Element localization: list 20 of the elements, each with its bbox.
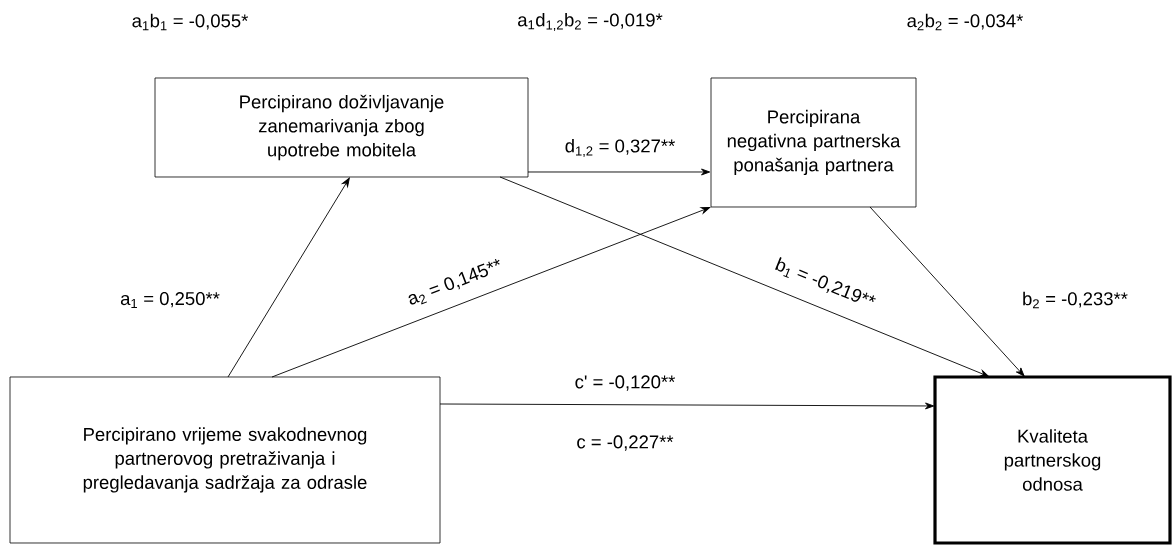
process-box: Percipirano doživljavanje zanemarivanja zbog upotrebe mobitela [154, 77, 529, 178]
effect-label: c = -0,227** [577, 435, 674, 451]
arrow [527, 168, 711, 176]
effect-label: a$_{1}$d$_{1,2}$b$_{2}$ = -0,019* [518, 12, 663, 32]
edge-label: b$_{1}$ = -0,219** [775, 257, 876, 303]
edge-label: a$_{1}$ = 0,250** [120, 292, 220, 308]
edge-label: c' = -0,120** [575, 375, 676, 391]
effect-label: a$_{2}$b$_{2}$ = -0,034* [907, 13, 1024, 31]
process-box: Percipirano vrijeme svakodnevnog partnerovog pretraživanja i pregledavanja sadržaja za odrasle [9, 376, 441, 544]
arrow [271, 207, 711, 378]
process-box: Kvaliteta partnerskog odnosa [933, 375, 1172, 545]
effect-label: a$_{1}$b$_{1}$ = -0,055* [132, 13, 249, 31]
arrow [439, 402, 935, 410]
edge-label: a$_{2}$ = 0,145** [408, 258, 500, 305]
edge-label: d$_{1,2}$ = 0,327** [565, 138, 675, 158]
process-box: Percipirana negativna partnerska ponašanja partnera [710, 77, 917, 208]
arrow [869, 206, 1025, 377]
arrow [499, 176, 990, 377]
arrow [227, 177, 350, 378]
edge-label: b$_{2}$ = -0,233** [1023, 291, 1128, 309]
